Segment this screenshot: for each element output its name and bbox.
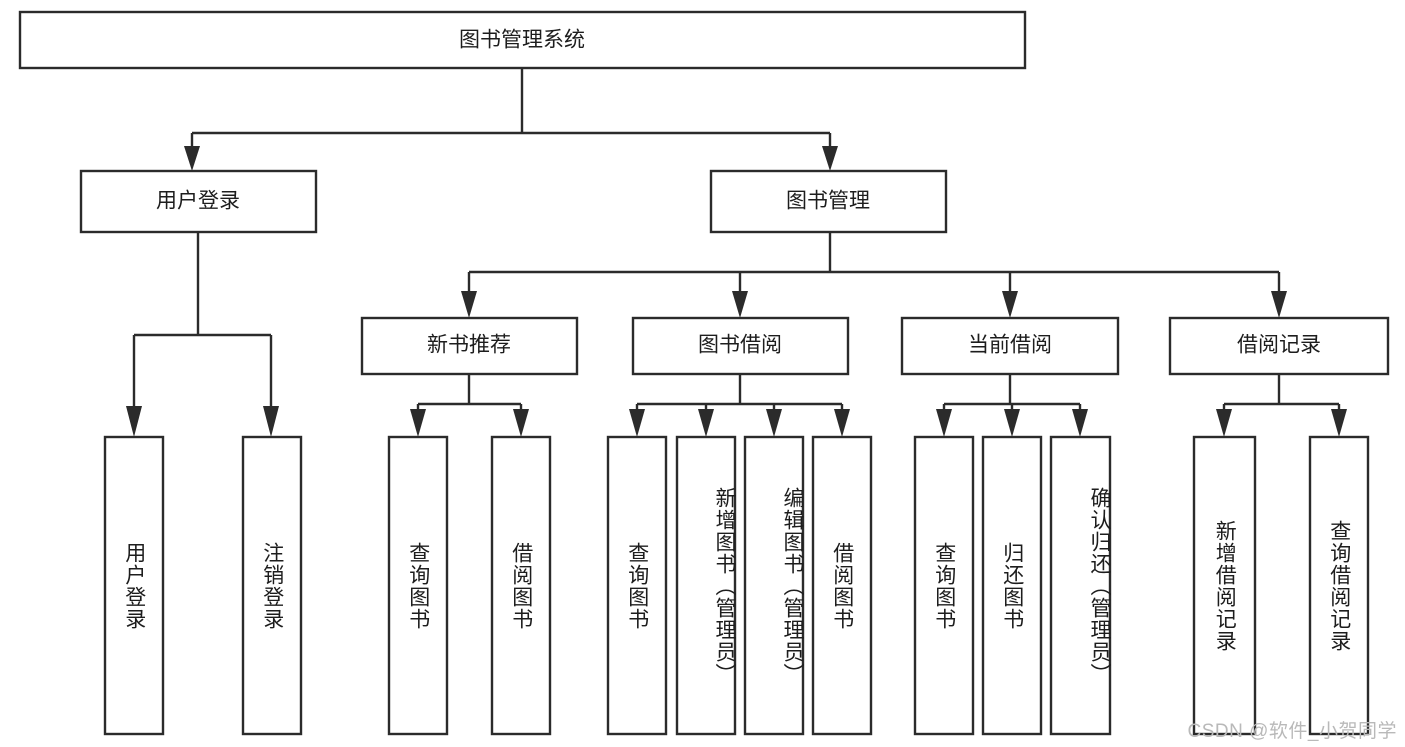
leaf-box-record-query[interactable] (1308, 435, 1370, 736)
connector-borrowrecord-to-leaves (1216, 374, 1347, 437)
connector-root-to-level2 (184, 68, 838, 171)
node-book-borrow[interactable]: 图书借阅 (631, 316, 850, 376)
connector-newbook-to-leaves (410, 374, 529, 437)
leaf-box-borrow-query[interactable] (606, 435, 668, 736)
node-borrow-record-label: 借阅记录 (1237, 334, 1321, 357)
leaf-box-borrow-add[interactable] (675, 435, 737, 736)
leaf-box-newbook-borrow[interactable] (490, 435, 552, 736)
node-book-borrow-label: 图书借阅 (698, 334, 782, 357)
node-current-borrow-label: 当前借阅 (968, 334, 1052, 357)
node-borrow-record[interactable]: 借阅记录 (1168, 316, 1390, 376)
leaf-box-borrow-lend[interactable] (811, 435, 873, 736)
node-root-system[interactable]: 图书管理系统 (18, 10, 1027, 70)
leaf-box-current-confirm[interactable] (1049, 435, 1112, 736)
node-new-book-recommend-label: 新书推荐 (427, 334, 511, 357)
leaf-box-borrow-edit[interactable] (743, 435, 805, 736)
connector-bookmgmt-to-level3 (461, 232, 1287, 318)
watermark-text: CSDN @软件_小贺同学 (1187, 721, 1397, 742)
leaf-box-logout[interactable] (241, 435, 303, 736)
node-root-label: 图书管理系统 (459, 29, 585, 52)
node-book-management[interactable]: 图书管理 (709, 169, 948, 234)
leaf-box-current-return[interactable] (981, 435, 1043, 736)
connector-userlogin-to-leaves (126, 232, 279, 437)
leaf-box-newbook-query[interactable] (387, 435, 449, 736)
node-current-borrow[interactable]: 当前借阅 (900, 316, 1120, 376)
node-new-book-recommend[interactable]: 新书推荐 (360, 316, 579, 376)
connector-bookborrow-to-leaves (629, 374, 850, 437)
node-book-management-label: 图书管理 (786, 190, 870, 213)
connector-currentborrow-to-leaves (936, 374, 1088, 437)
leaf-box-user-login[interactable] (103, 435, 165, 736)
node-user-login-label: 用户登录 (156, 190, 240, 213)
leaf-box-record-add[interactable] (1192, 435, 1257, 736)
leaf-box-current-query[interactable] (913, 435, 975, 736)
node-user-login[interactable]: 用户登录 (79, 169, 318, 234)
